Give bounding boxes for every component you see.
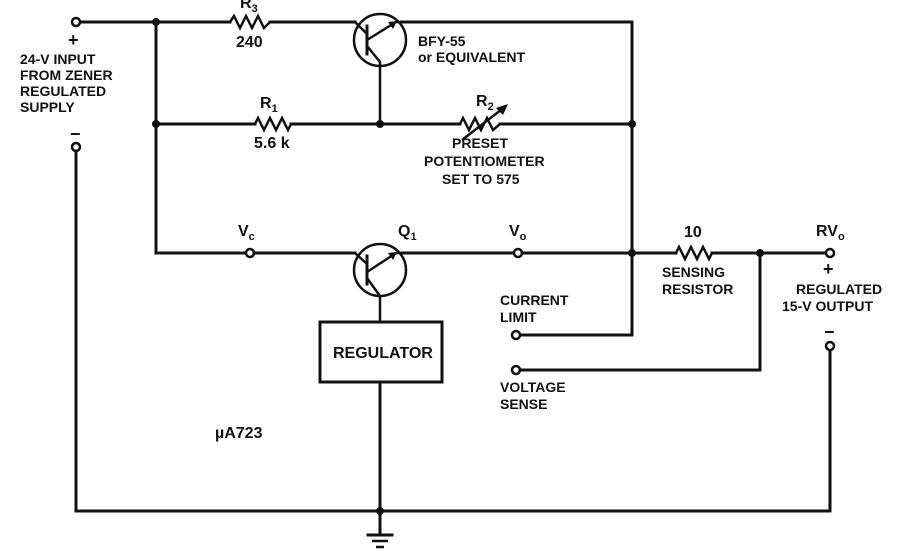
- r1-name: R1: [260, 95, 278, 115]
- regulator-label: REGULATOR: [333, 345, 433, 362]
- r2-name: R2: [476, 93, 494, 113]
- r2-label-line1: PRESET: [452, 135, 508, 151]
- r2-label-line2: POTENTIOMETER: [424, 153, 545, 169]
- wire-top-rail: [78, 20, 634, 337]
- output-minus-label: −: [824, 322, 835, 342]
- input-label-line3: REGULATED: [20, 83, 106, 99]
- vo-label: Vo: [509, 223, 527, 243]
- vc-label: Vc: [238, 223, 255, 243]
- transistor-bfy55: [352, 12, 408, 124]
- resistor-r1: [253, 115, 293, 133]
- current-limit-terminal[interactable]: [510, 329, 522, 341]
- output-label-line2: 15-V OUTPUT: [782, 298, 873, 314]
- bfy55-label-line1: BFY-55: [418, 33, 466, 49]
- current-limit-line2: LIMIT: [500, 309, 537, 325]
- q1-label: Q1: [398, 223, 417, 243]
- input-plus-label: +: [68, 30, 79, 50]
- bfy55-label-line2: or EQUIVALENT: [418, 49, 526, 65]
- wire-bottom-rail: [74, 149, 832, 513]
- input-positive-terminal[interactable]: [70, 16, 82, 28]
- output-plus-label: +: [823, 259, 834, 279]
- sense-label-line2: RESISTOR: [662, 281, 733, 297]
- r1-value: 5.6 k: [254, 135, 290, 152]
- transistor-q1: [352, 242, 408, 322]
- rvo-label: RVo: [816, 223, 845, 243]
- input-label-line4: SUPPLY: [20, 99, 75, 115]
- input-label-line1: 24-V INPUT: [20, 51, 96, 67]
- output-positive-terminal[interactable]: [824, 247, 836, 259]
- r2-label-line3: SET TO 575: [442, 171, 520, 187]
- ground-symbol: [366, 533, 394, 549]
- resistor-sensing: [674, 244, 714, 262]
- output-label-line1: REGULATED: [796, 281, 882, 297]
- output-negative-terminal[interactable]: [824, 340, 836, 352]
- input-minus-label: −: [70, 124, 81, 144]
- potentiometer-r2: [458, 104, 508, 141]
- voltage-sense-line2: SENSE: [500, 396, 547, 412]
- sense-value: 10: [684, 224, 702, 241]
- current-limit-line1: CURRENT: [500, 292, 569, 308]
- ic-label: µA723: [215, 425, 263, 442]
- r3-value: 240: [236, 34, 263, 51]
- sense-label-line1: SENSING: [662, 264, 725, 280]
- wire-voltage-sense: [518, 251, 762, 372]
- voltage-sense-line1: VOLTAGE: [500, 379, 566, 395]
- wire-left-rail: [154, 20, 248, 255]
- resistor-r3: [228, 13, 271, 31]
- r3-name: R3: [240, 0, 258, 15]
- input-label-line2: FROM ZENER: [20, 67, 113, 83]
